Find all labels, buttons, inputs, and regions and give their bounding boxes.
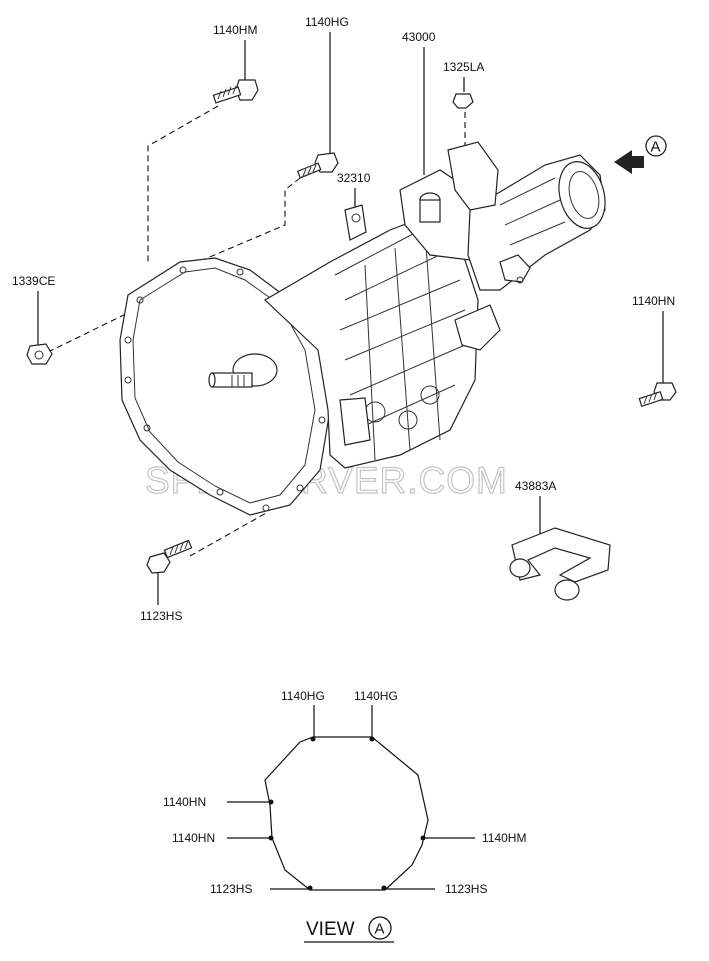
- label-43000: 43000: [402, 30, 436, 44]
- label-1325la: 1325LA: [443, 60, 484, 74]
- view-a-leaders: [227, 705, 475, 890]
- label-1140hn-right: 1140HN: [632, 294, 675, 308]
- view-title-text: VIEW: [306, 919, 355, 940]
- label-1339ce: 1339CE: [12, 274, 55, 288]
- nut-1339ce: [26, 343, 53, 365]
- bolt-1140hm: [212, 79, 259, 104]
- view-label-1123hs-right: 1123HS: [445, 882, 487, 896]
- flange-bolt-holes: [124, 266, 326, 512]
- view-a-title: VIEW A: [304, 916, 394, 943]
- view-label-1140hg-left: 1140HG: [281, 689, 325, 703]
- view-arrow-callout: A: [614, 135, 667, 174]
- callout-marker-a: A: [651, 139, 661, 156]
- nut-1325la: [452, 93, 474, 109]
- bolt-1140hn: [638, 382, 677, 407]
- view-a-outline: [264, 736, 429, 891]
- view-label-1123hs-left: 1123HS: [210, 882, 252, 896]
- dashed-guides: [47, 102, 466, 557]
- view-title-marker: A: [375, 921, 385, 938]
- bolt-1140hg: [296, 152, 339, 179]
- label-1123hs: 1123HS: [140, 609, 182, 623]
- view-label-1140hn-lower: 1140HN: [172, 831, 215, 845]
- leader-lines: [37, 32, 664, 605]
- label-1140hm-top: 1140HM: [213, 23, 257, 37]
- label-1140hg-top: 1140HG: [305, 15, 349, 29]
- view-label-1140hg-right: 1140HG: [354, 689, 398, 703]
- label-43883a: 43883A: [515, 479, 556, 493]
- view-label-1140hm: 1140HM: [482, 831, 526, 845]
- transmission-assembly: [119, 141, 606, 516]
- clip-43883a: [509, 527, 611, 601]
- view-label-1140hn-upper: 1140HN: [163, 795, 206, 809]
- bolt-1123hs: [146, 539, 193, 574]
- label-32310: 32310: [337, 171, 371, 185]
